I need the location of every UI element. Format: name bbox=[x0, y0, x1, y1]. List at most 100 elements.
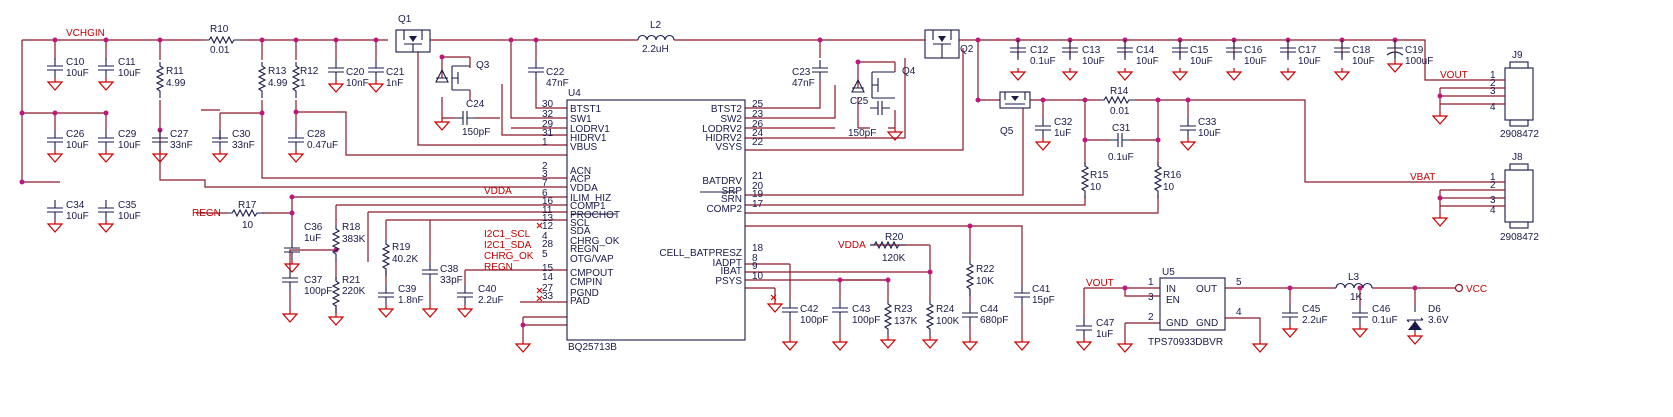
c34-ref: C34 bbox=[66, 200, 85, 211]
c22-value: 47nF bbox=[546, 78, 569, 89]
u4-pin-number: 8 bbox=[752, 253, 758, 264]
u4-ref: U4 bbox=[568, 88, 581, 99]
r10-value: 0.01 bbox=[210, 45, 230, 56]
c33-ref: C33 bbox=[1198, 117, 1217, 128]
q1: Q1 bbox=[395, 14, 431, 53]
c38-ref: C38 bbox=[440, 264, 459, 275]
c17-value: 10uF bbox=[1298, 56, 1321, 67]
u4-pin-name: ILIM_HIZ bbox=[570, 193, 611, 204]
u4-pin-number: 25 bbox=[752, 99, 764, 110]
c45-ref: C45 bbox=[1302, 304, 1321, 315]
c24-ref: C24 bbox=[466, 99, 485, 110]
r14-value: 0.01 bbox=[1110, 106, 1130, 117]
c23-value: 47nF bbox=[792, 78, 815, 89]
c34-value: 10uF bbox=[66, 211, 89, 222]
j9-pin2: 2 bbox=[1490, 78, 1496, 89]
net-labels: VCHGIN VOUT VBAT VDDA REGN I2C1_SCL I2C1… bbox=[66, 28, 1487, 295]
j9-ref: J9 bbox=[1512, 50, 1523, 61]
c27-ref: C27 bbox=[170, 129, 189, 140]
u4-pin-name: CHRG_OK bbox=[570, 236, 620, 247]
net-vout-u5-label: VOUT bbox=[1086, 278, 1114, 289]
zener-d6: D6 3.6V bbox=[1406, 304, 1449, 345]
u4-pin-name: VSYS bbox=[715, 142, 742, 153]
u4-pin-number: 5 bbox=[542, 249, 548, 260]
u4-pin-name: SW1 bbox=[570, 114, 592, 125]
c47-ref: C47 bbox=[1096, 318, 1115, 329]
connector-j8: J8 2908472 1 2 3 4 bbox=[1432, 152, 1539, 243]
c14-ref: C14 bbox=[1136, 45, 1155, 56]
c46-ref: C46 bbox=[1372, 304, 1391, 315]
q5: Q5 bbox=[999, 91, 1031, 137]
u4-pin-name: PGND bbox=[570, 288, 599, 299]
c37-ref: C37 bbox=[304, 275, 323, 286]
r12-value: 1 bbox=[300, 78, 306, 89]
c17-ref: C17 bbox=[1298, 45, 1317, 56]
u4-pin-number: 4 bbox=[542, 231, 548, 242]
c29-ref: C29 bbox=[118, 129, 137, 140]
j8-part: 2908472 bbox=[1500, 232, 1539, 243]
q3: Q3 bbox=[435, 60, 490, 91]
c16-value: 10uF bbox=[1244, 56, 1267, 67]
l2-value: 2.2uH bbox=[642, 44, 669, 55]
net-vdda-u4-label: VDDA bbox=[484, 186, 512, 197]
u4-pin-number: 19 bbox=[752, 189, 764, 200]
u4-pin-number: 6 bbox=[542, 188, 548, 199]
r22-value: 10K bbox=[976, 276, 994, 287]
u4-pin-number: 23 bbox=[752, 109, 764, 120]
u4-pin-number: 13 bbox=[542, 213, 554, 224]
l3-value: 1K bbox=[1350, 292, 1363, 303]
u4-pin-number: 29 bbox=[542, 119, 554, 130]
u4-pin-number: 30 bbox=[542, 99, 554, 110]
u4-pin-name: BTST2 bbox=[711, 104, 743, 115]
c40-value: 2.2uF bbox=[478, 295, 504, 306]
inductors: L2 2.2uH L3 1K bbox=[637, 20, 1373, 303]
u4-pin-name: HIDRV1 bbox=[570, 133, 607, 144]
u4-pin-name: CMPOUT bbox=[570, 268, 613, 279]
c41-ref: C41 bbox=[1032, 284, 1051, 295]
c30-value: 33nF bbox=[232, 140, 255, 151]
u4-pin-name: IADPT bbox=[713, 258, 742, 269]
c32-value: 1uF bbox=[1054, 128, 1071, 139]
u4-ic: U4 BQ25713B BTST130SW132LODRV129HIDRV131… bbox=[536, 88, 777, 353]
q2: Q2 bbox=[924, 29, 974, 59]
u4-pin-name: COMP1 bbox=[570, 201, 606, 212]
c47-value: 1uF bbox=[1096, 329, 1113, 340]
u4-pin-name: CELL_BATPRESZ bbox=[659, 248, 742, 259]
c45-value: 2.2uF bbox=[1302, 315, 1328, 326]
c39-value: 1.8nF bbox=[398, 295, 424, 306]
j9-pin1: 1 bbox=[1490, 70, 1496, 81]
u4-pin-name: IBAT bbox=[721, 266, 742, 277]
net-regn-pin-label: REGN bbox=[484, 262, 513, 273]
c39-ref: C39 bbox=[398, 284, 417, 295]
r15-value: 10 bbox=[1090, 182, 1102, 193]
u4-pin-name: SDA bbox=[570, 226, 591, 237]
c44-value: 680pF bbox=[980, 315, 1008, 326]
u4-pin-name: OTG/VAP bbox=[570, 254, 614, 265]
mosfets: Q1 Q3 Q4 Q2 Q5 bbox=[395, 14, 1031, 137]
r16-value: 10 bbox=[1163, 182, 1175, 193]
u4-pin-number: 33 bbox=[542, 291, 554, 302]
c29-value: 10uF bbox=[118, 140, 141, 151]
wiring bbox=[21, 39, 1480, 340]
u4-pin-number: 10 bbox=[752, 271, 764, 282]
c37-value: 100pF bbox=[304, 286, 332, 297]
c43-value: 100pF bbox=[852, 315, 880, 326]
c18-ref: C18 bbox=[1352, 45, 1371, 56]
u5-pin-out-num: 5 bbox=[1236, 277, 1242, 288]
r11-ref: R11 bbox=[166, 66, 184, 77]
r19-ref: R19 bbox=[392, 242, 411, 253]
r17-ref: R17 bbox=[238, 200, 257, 211]
u4-pin-name: ACN bbox=[570, 166, 591, 177]
u4-pin-number: 12 bbox=[542, 221, 554, 232]
u4-pin-name: BTST1 bbox=[570, 104, 602, 115]
c44-ref: C44 bbox=[980, 304, 999, 315]
u4-pin-name: PROCHOT bbox=[570, 210, 620, 221]
c12-value: 0.1uF bbox=[1030, 56, 1056, 67]
c12-ref: C12 bbox=[1030, 45, 1049, 56]
u4-pin-number: 31 bbox=[542, 128, 554, 139]
c42-ref: C42 bbox=[800, 304, 819, 315]
r24-ref: R24 bbox=[936, 304, 955, 315]
l2-ref: L2 bbox=[650, 20, 662, 31]
net-regn-in-label: REGN bbox=[192, 208, 221, 219]
